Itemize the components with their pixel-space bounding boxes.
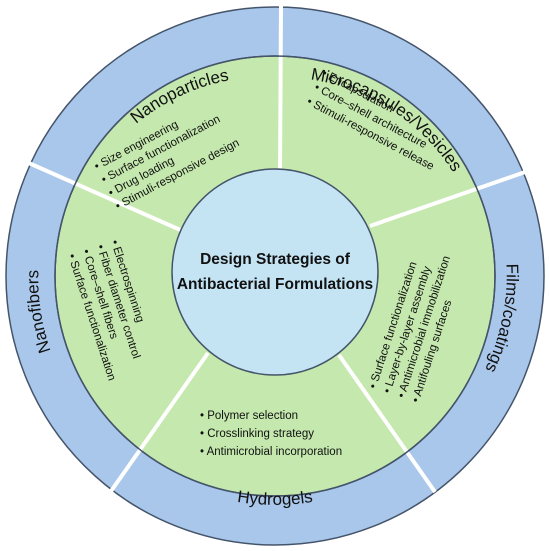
divider-nanoparticles-nanofibers [21,158,186,234]
divider-microcapsules-films [369,169,529,228]
divider-hydrogels-nanofibers [107,351,210,496]
center-hub: Design Strategies of Antibacterial Formu… [171,168,379,376]
sector-item-polymer-selection: • Polymer selection [200,410,298,422]
sector-dividers [21,4,529,496]
divider-nanoparticles-microcapsules [278,4,283,177]
sector-title-hydrogels: Hydrogels [236,487,313,509]
divider-films-hydrogels [337,353,437,494]
center-title-line-1: Design Strategies of [200,251,351,268]
sector-item-crosslinking-strategy: • Crosslinking strategy [200,428,314,440]
inner-ring-outline [54,55,496,497]
sector-hydrogels: Hydrogels • Polymer selection • Crosslin… [200,410,342,509]
center-title-line-2: Antibacterial Formulations [177,276,373,293]
sector-item-antimicrobial-incorporation: • Antimicrobial incorporation [200,446,342,458]
center-circle [171,168,379,376]
